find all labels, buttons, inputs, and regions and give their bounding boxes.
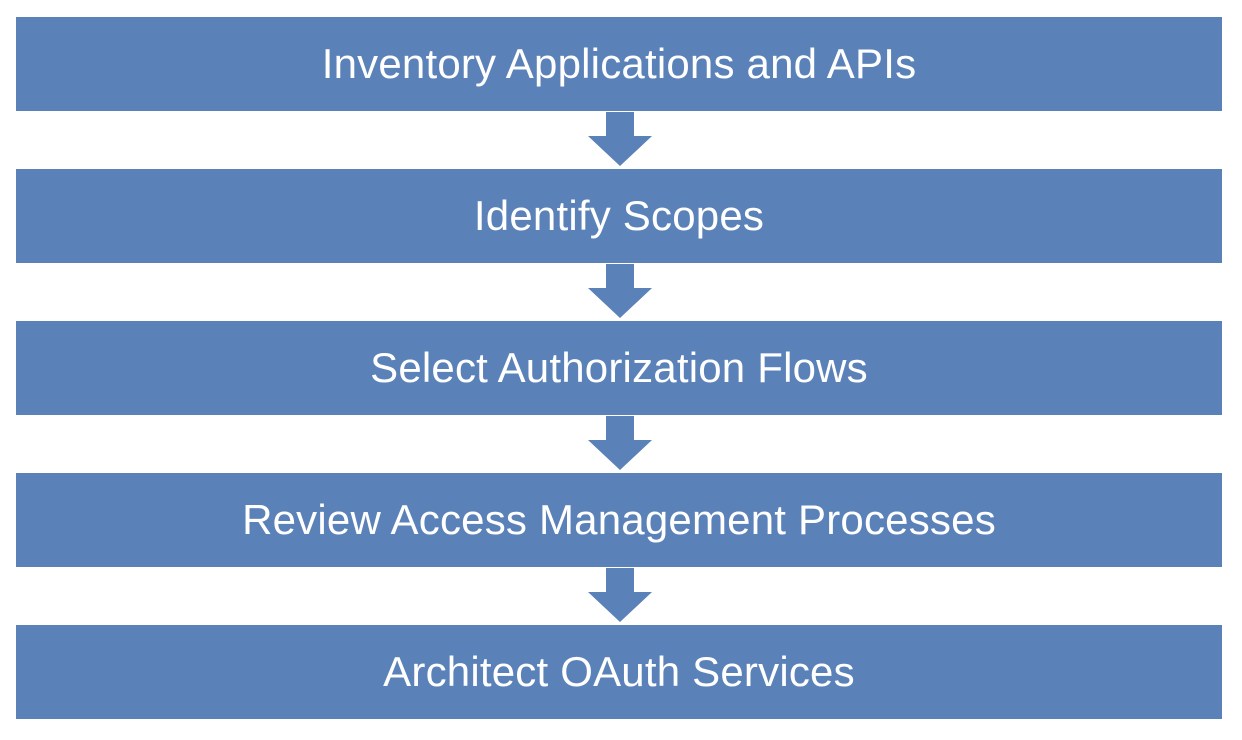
step-box-identify-scopes: Identify Scopes xyxy=(16,169,1222,263)
down-arrow-icon xyxy=(588,112,652,166)
down-arrow-icon xyxy=(588,416,652,470)
step-label: Identify Scopes xyxy=(473,192,765,239)
step-label: Architect OAuth Services xyxy=(383,648,855,695)
step-label: Review Access Management Processes xyxy=(242,496,996,543)
step-box-inventory: Inventory Applications and APIs xyxy=(16,17,1222,111)
step-box-select-flows: Select Authorization Flows xyxy=(16,321,1222,415)
step-label: Select Authorization Flows xyxy=(370,344,868,391)
down-arrow-icon xyxy=(588,264,652,318)
step-box-architect-oauth: Architect OAuth Services xyxy=(16,625,1222,719)
step-box-review-access: Review Access Management Processes xyxy=(16,473,1222,567)
step-label: Inventory Applications and APIs xyxy=(321,40,917,87)
down-arrow-icon xyxy=(588,568,652,622)
